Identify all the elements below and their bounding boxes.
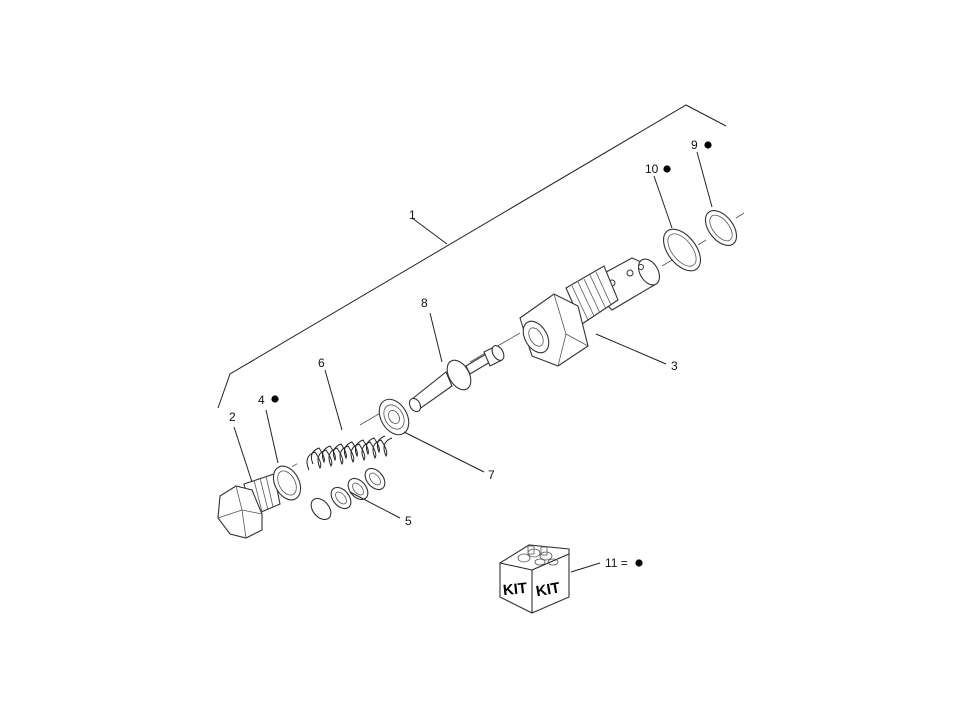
callout-9: 9	[691, 138, 698, 152]
valve-body-part	[519, 257, 661, 367]
callout-6: 6	[318, 356, 325, 370]
callout-10: 10	[645, 162, 659, 176]
callout-8: 8	[421, 296, 428, 310]
marker-4	[271, 395, 279, 403]
callout-4: 4	[258, 393, 265, 407]
kit-label-right: KIT	[535, 579, 562, 600]
callout-3: 3	[671, 359, 678, 373]
callout-5: 5	[405, 514, 412, 528]
marker-11	[635, 559, 643, 567]
callout-11: 11 =	[605, 556, 628, 570]
callout-1: 1	[409, 208, 416, 222]
shim-washers-part	[310, 467, 386, 521]
callout-2: 2	[229, 410, 236, 424]
marker-9	[704, 141, 712, 149]
spring-seat-part	[378, 398, 410, 436]
plug-part	[217, 473, 281, 539]
spring-part	[306, 435, 393, 471]
marker-10	[663, 165, 671, 173]
leader-lines	[233, 151, 713, 573]
seal-kit-box: KIT KIT	[499, 544, 570, 614]
o-ring-part	[663, 228, 701, 272]
backup-ring-part	[704, 210, 738, 246]
assembly-bracket	[217, 104, 727, 409]
kit-label-left: KIT	[502, 580, 528, 599]
callout-labels: 1 2 3 4 5 6 7 8 9 10 11 =	[229, 138, 712, 570]
poppet-part	[408, 345, 505, 413]
callout-7: 7	[488, 468, 495, 482]
o-ring-part	[272, 465, 302, 501]
kit-contents-icon	[517, 545, 559, 566]
